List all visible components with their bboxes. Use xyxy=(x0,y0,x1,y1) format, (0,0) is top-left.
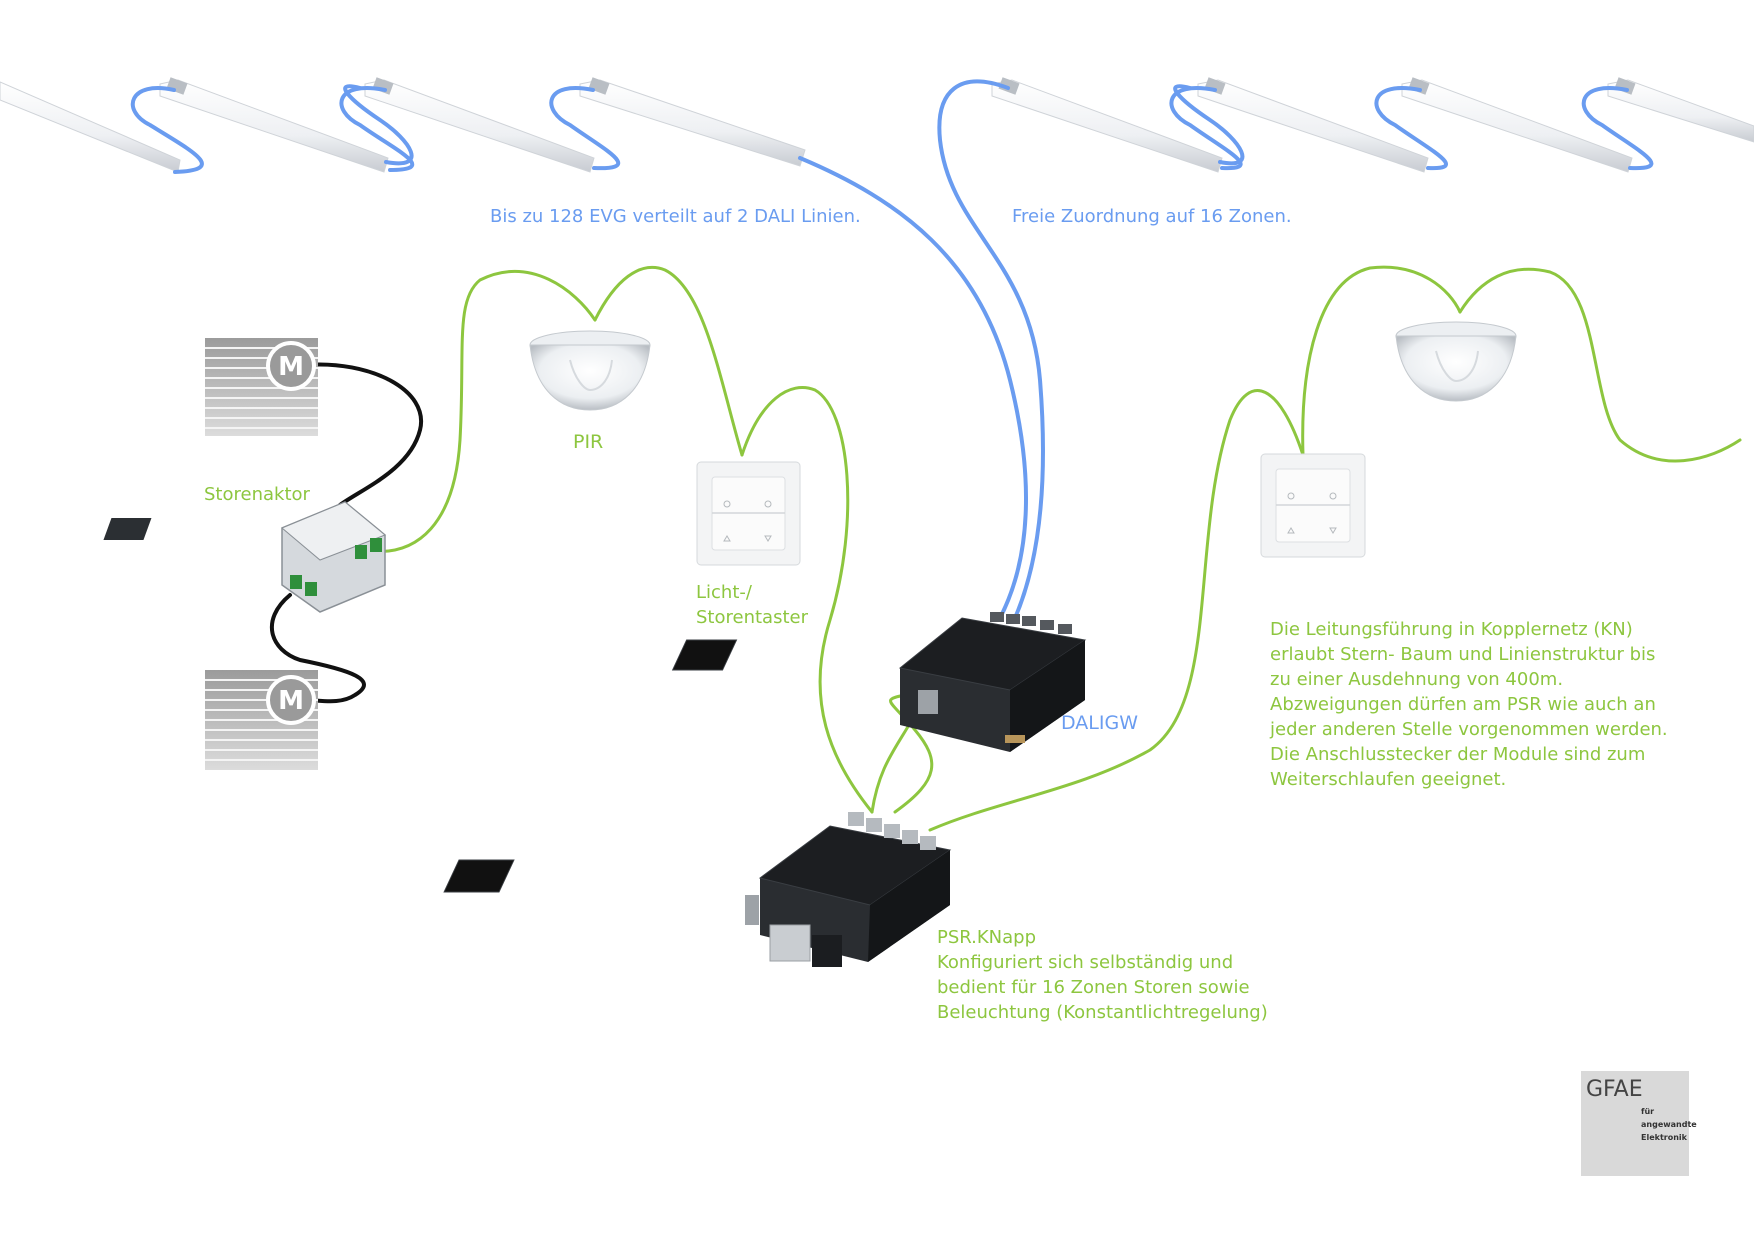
motor-wiring xyxy=(270,362,424,704)
logo-subtitle: für angewandte Elektronik xyxy=(1641,1107,1697,1142)
kn-psr-to-right xyxy=(928,389,1305,832)
kn-pir2-to-right xyxy=(1458,267,1742,463)
logo-name: GFAE xyxy=(1586,1077,1643,1102)
zones-label: Freie Zuordnung auf 16 Zonen. xyxy=(1012,206,1292,227)
luminaires xyxy=(0,77,1754,173)
taster-switch-right xyxy=(1260,453,1366,558)
blind-upper: M xyxy=(205,338,318,436)
storenaktor-device xyxy=(103,501,386,613)
dali-wiring xyxy=(130,79,1654,620)
svg-text:M: M xyxy=(278,686,304,716)
kn-taster-to-psr xyxy=(740,386,874,814)
kn-description: Die Leitungsführung in Kopplernetz (KN) … xyxy=(1270,619,1668,790)
daligw-label: DALIGW xyxy=(1061,712,1138,734)
kn-aktor-to-pir xyxy=(360,269,597,553)
dali-line-1 xyxy=(549,86,621,171)
gfae-logo: GFAE für angewandte Elektronik xyxy=(1581,1071,1697,1176)
dali-trunk-1 xyxy=(798,156,1029,620)
psr-knapp-device xyxy=(443,812,952,967)
dali-line-1 xyxy=(339,86,415,172)
dali-line-2 xyxy=(1581,86,1654,171)
storenaktor-label: Storenaktor xyxy=(204,484,311,505)
motor-icon: M xyxy=(266,675,316,725)
dali-line-1 xyxy=(130,86,204,174)
taster-label: Licht-/ Storentaster xyxy=(696,582,808,628)
taster-switch xyxy=(696,461,801,566)
pir-sensor-right xyxy=(1395,321,1517,402)
daligw-device xyxy=(671,612,1087,752)
luminaire xyxy=(159,77,389,173)
dali-count-label: Bis zu 128 EVG verteilt auf 2 DALI Linie… xyxy=(490,206,861,227)
luminaire xyxy=(991,77,1223,173)
luminaire xyxy=(579,77,806,167)
motor-icon: M xyxy=(266,341,316,391)
pir-label: PIR xyxy=(573,431,603,453)
pir-sensor xyxy=(529,330,651,411)
blind-lower: M xyxy=(205,670,318,770)
motor-cable-upper xyxy=(303,362,424,507)
dali-trunk-2 xyxy=(937,79,1045,620)
dali-line-2 xyxy=(1169,86,1243,171)
motor-cable-lower xyxy=(270,593,366,704)
dali-line-2 xyxy=(1374,86,1448,171)
kn-psr-to-daligw xyxy=(889,693,934,814)
kn-wiring xyxy=(360,265,1742,832)
kn-pir-to-taster xyxy=(593,265,744,457)
svg-text:M: M xyxy=(278,352,304,382)
psr-description: PSR.KNapp Konfiguriert sich selbständig … xyxy=(937,927,1268,1023)
luminaire xyxy=(1607,77,1754,143)
kn-taster2-to-pir2 xyxy=(1301,265,1462,457)
